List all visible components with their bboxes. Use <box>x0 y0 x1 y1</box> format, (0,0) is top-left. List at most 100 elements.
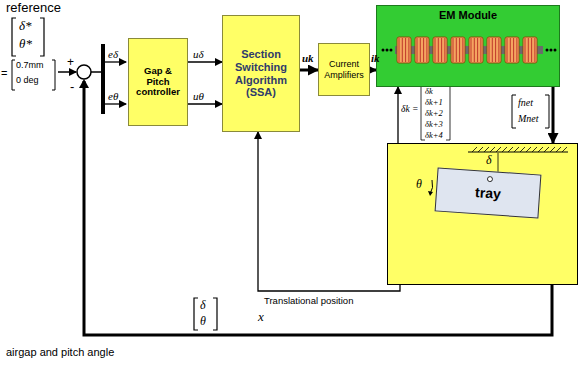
ceiling-hatch <box>544 147 549 152</box>
coil-winding <box>534 38 535 62</box>
ceiling-hatch <box>484 147 489 152</box>
coil-winding <box>453 38 454 62</box>
em-module-box: EM Module <box>376 5 560 87</box>
coil-winding <box>531 38 532 62</box>
coil-winding <box>462 38 463 62</box>
coil-winding <box>471 38 472 62</box>
em-coil <box>523 37 537 63</box>
equals-sign: = <box>1 67 7 79</box>
caption-note: airgap and pitch angle <box>6 346 114 358</box>
edge-label: uθ <box>193 90 204 102</box>
node-text: tray <box>475 184 502 202</box>
gap-tick <box>498 153 499 172</box>
coil-winding <box>399 38 400 62</box>
continuation-dot <box>386 49 389 52</box>
coil-winding <box>513 38 514 62</box>
coil-winding <box>516 38 517 62</box>
edge-label: uδ <box>193 48 204 60</box>
coil-winding <box>510 38 511 62</box>
amplifier-box: Current Amplifiers <box>318 43 370 96</box>
coil-winding <box>477 38 478 62</box>
ceiling-hatch <box>478 147 483 152</box>
title-label: reference <box>6 1 61 15</box>
coil-winding <box>420 38 421 62</box>
coil-winding <box>426 38 427 62</box>
coil-winding <box>405 38 406 62</box>
signal-arrow <box>188 61 222 62</box>
vector-entry: δk+4 <box>425 131 443 140</box>
ceiling-hatch <box>538 147 543 152</box>
em-coil <box>451 37 465 63</box>
tray-plate: tray <box>435 167 542 218</box>
center-mark <box>487 176 492 181</box>
signal-arrow <box>552 87 555 143</box>
coil-winding <box>525 38 526 62</box>
sign-label: - <box>70 80 74 94</box>
ceiling-line <box>468 151 568 152</box>
coil-winding <box>480 38 481 62</box>
continuation-dot <box>382 49 385 52</box>
sign-label: + <box>67 56 74 69</box>
signal-arrow <box>300 69 318 72</box>
coil-winding <box>423 38 424 62</box>
vector-entry: δk+1 <box>425 98 443 107</box>
vector-entry: Mnet <box>518 113 539 124</box>
em-coil <box>433 37 447 63</box>
signal-wire <box>105 103 126 104</box>
vector-entry: fnet <box>518 97 533 108</box>
ceiling-hatch <box>520 147 525 152</box>
signal-name: Translational position <box>264 296 353 306</box>
arrow-head <box>79 79 89 88</box>
signal-wire <box>91 71 101 73</box>
em-coil <box>487 37 501 63</box>
summing-junction <box>77 65 91 79</box>
coil-winding <box>441 38 442 62</box>
vector-bracket <box>12 60 55 90</box>
angle-arrow-head <box>428 191 433 196</box>
coil-winding <box>495 38 496 62</box>
signal-wire <box>58 71 76 73</box>
signal-arrow <box>397 87 398 143</box>
algorithm-box: Section Switching Algorithm (SSA) <box>222 15 300 132</box>
plant-region: δ θ tray <box>387 143 578 285</box>
coil-winding <box>507 38 508 62</box>
coil-winding <box>489 38 490 62</box>
vector-bracket <box>194 298 217 330</box>
node-text: Current Amplifiers <box>323 59 365 80</box>
ceiling-hatch <box>490 147 495 152</box>
node-text: EM Module <box>439 9 497 22</box>
vector-entry: θ <box>200 315 206 328</box>
coil-winding <box>474 38 475 62</box>
vector-bracket <box>12 18 44 56</box>
dimension-value: 0 deg <box>16 76 39 86</box>
vector-entry: δ <box>200 299 206 312</box>
signal-name: eθ <box>108 90 118 102</box>
ceiling-hatch <box>526 147 531 152</box>
continuation-dot <box>554 49 557 52</box>
em-coil <box>505 37 519 63</box>
coil-winding <box>417 38 418 62</box>
edge-label: δk = <box>401 104 418 114</box>
ceiling-hatch <box>496 147 501 152</box>
continuation-dot <box>390 49 393 52</box>
edge-label: x <box>258 310 264 324</box>
vector-entry: δ* <box>19 19 32 33</box>
ceiling-hatch <box>514 147 519 152</box>
em-coil <box>397 37 411 63</box>
em-coil <box>469 37 483 63</box>
coil-winding <box>435 38 436 62</box>
signal-arrow <box>188 103 222 104</box>
coil-winding <box>498 38 499 62</box>
vector-entry: δk+3 <box>425 120 443 129</box>
ceiling-hatch <box>472 147 477 152</box>
node-text: θ <box>416 178 422 192</box>
dimension-value: 0.7mm <box>16 61 44 71</box>
coil-winding <box>492 38 493 62</box>
signal-arrow <box>258 132 400 291</box>
node-text: δ <box>486 154 492 168</box>
edge-label: ik <box>371 52 380 64</box>
demux-bar <box>101 44 105 114</box>
vector-entry: δk+2 <box>425 109 443 118</box>
controller-box: Gap & Pitch controller <box>128 38 188 126</box>
ceiling-hatch <box>532 147 537 152</box>
